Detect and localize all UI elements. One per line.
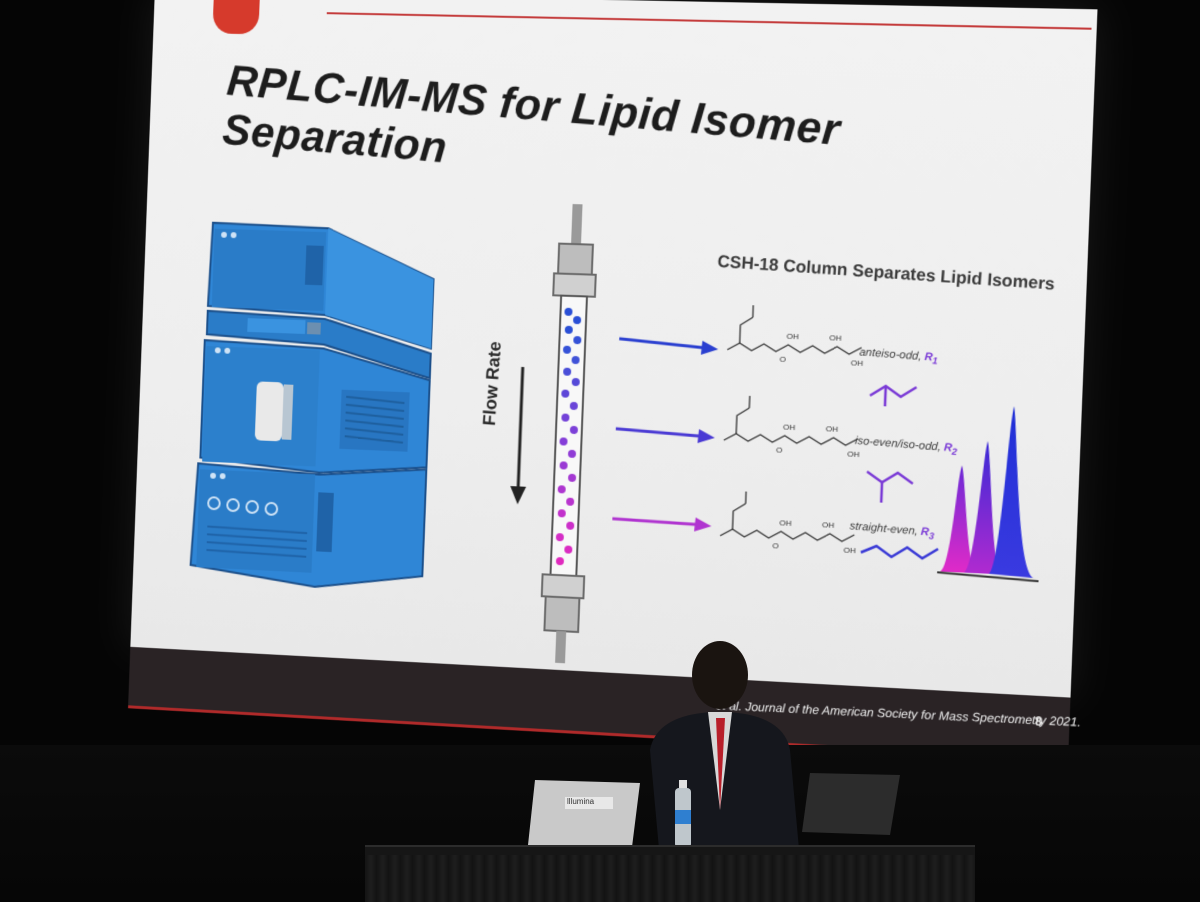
slide-body: RPLC-IM-MS for Lipid Isomer Separation xyxy=(130,0,1097,698)
svg-text:OH: OH xyxy=(826,424,839,434)
projected-slide: RPLC-IM-MS for Lipid Isomer Separation xyxy=(128,0,1098,772)
svg-text:OH: OH xyxy=(829,333,842,343)
slide-page-number: 8 xyxy=(1035,714,1043,729)
svg-text:OH: OH xyxy=(843,545,856,555)
laptop-sticker: lllumina xyxy=(567,797,594,806)
lc-column-illustration xyxy=(517,203,624,666)
arrow-1 xyxy=(619,338,719,356)
arrow-2 xyxy=(615,426,715,444)
svg-text:OH: OH xyxy=(786,332,799,342)
svg-text:O: O xyxy=(779,355,786,364)
svg-text:OH: OH xyxy=(822,520,835,530)
water-bottle xyxy=(672,780,694,850)
elution-arrows xyxy=(606,320,725,555)
table-skirt xyxy=(365,855,975,902)
lipid-structures: OOHOHOH OOHOHOH OOHOHOH xyxy=(711,304,874,583)
column-subtitle: CSH-18 Column Separates Lipid Isomers xyxy=(717,252,1056,295)
flow-rate-label: Flow Rate xyxy=(479,341,506,427)
chromatogram-peaks xyxy=(935,383,1057,592)
slide-title: RPLC-IM-MS for Lipid Isomer Separation xyxy=(221,56,1046,223)
presenter-figure xyxy=(630,630,810,860)
peak-3 xyxy=(989,406,1040,578)
title-rule xyxy=(327,12,1092,30)
laptop-right xyxy=(790,770,905,845)
svg-text:OH: OH xyxy=(847,449,860,459)
chain-shapes xyxy=(858,375,948,581)
lc-instrument-illustration xyxy=(180,212,450,597)
svg-text:O: O xyxy=(772,541,779,550)
presenter-table xyxy=(365,845,975,902)
svg-text:OH: OH xyxy=(779,518,792,528)
arrow-3 xyxy=(612,514,712,533)
laptop-left xyxy=(520,775,645,855)
svg-text:OH: OH xyxy=(783,422,796,432)
svg-text:O: O xyxy=(776,445,783,454)
brand-tab xyxy=(212,0,260,34)
